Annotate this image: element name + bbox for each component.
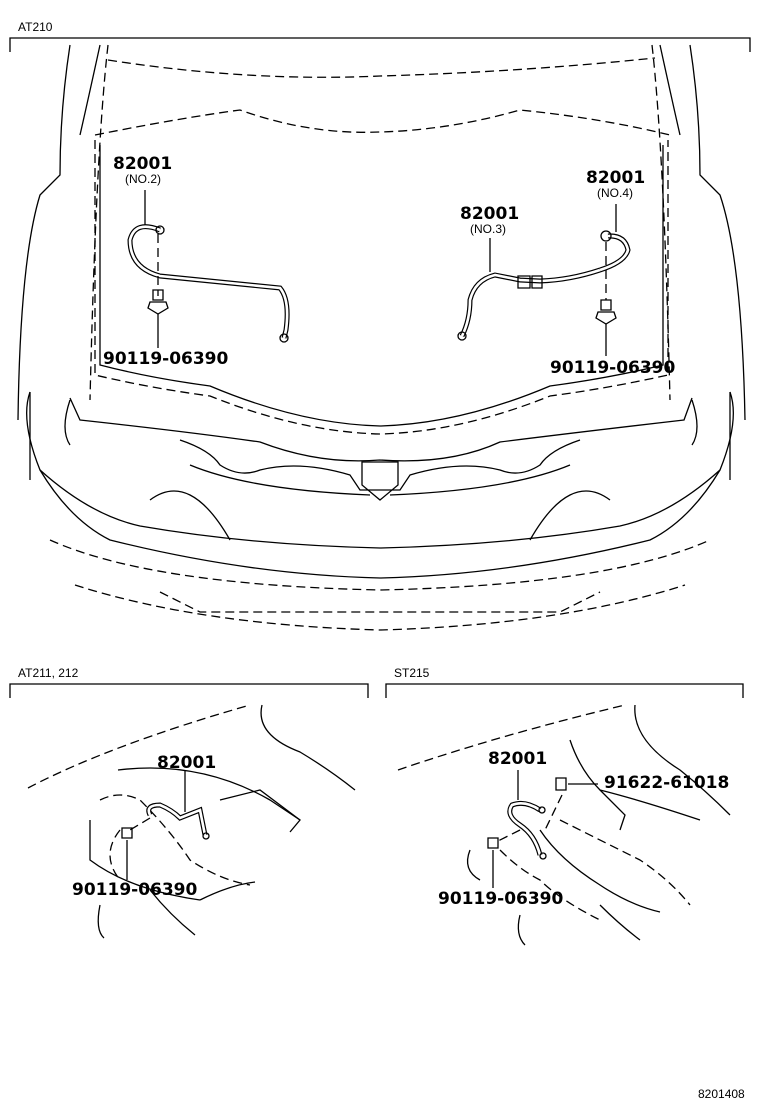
wire-82001-no3 xyxy=(457,267,601,341)
engine-outline-left xyxy=(27,704,356,939)
leader-dash-lower-left xyxy=(129,817,151,831)
leader-dash-lower-right-b xyxy=(495,829,521,843)
bolt-icon-lower-left xyxy=(121,827,133,880)
vehicle-front-outline xyxy=(17,44,746,631)
section-bracket-main xyxy=(9,37,751,52)
section-label-st215: ST215 xyxy=(394,666,430,680)
label-wire-right-note: (NO.4) xyxy=(597,186,633,200)
label-bolt-right: 90119-06390 xyxy=(550,358,676,378)
label-wire-right: 82001 xyxy=(586,168,645,188)
section-bracket-lower-right xyxy=(385,683,744,698)
label-bolt-lower-right-a: 91622-61018 xyxy=(604,773,729,793)
label-bolt-lower-left: 90119-06390 xyxy=(72,880,198,900)
label-bolt-left: 90119-06390 xyxy=(103,349,229,369)
wire-82001-no4 xyxy=(599,230,631,273)
label-wire-lower-left: 82001 xyxy=(157,753,216,773)
bolt-icon-right xyxy=(595,299,617,356)
figure-id: 8201408 xyxy=(698,1087,745,1101)
section-bracket-lower-left xyxy=(9,683,369,698)
label-wire-left-note: (NO.2) xyxy=(125,172,161,186)
label-wire-lower-right: 82001 xyxy=(488,749,547,769)
label-wire-mid-note: (NO.3) xyxy=(470,222,506,236)
engine-outline-right xyxy=(397,704,731,946)
section-label-at211-212: AT211, 212 xyxy=(18,666,79,680)
wire-82001-no2 xyxy=(127,224,290,343)
section-label-at210: AT210 xyxy=(18,20,53,34)
leader-dash-lower-right xyxy=(544,794,563,831)
label-bolt-lower-right-b: 90119-06390 xyxy=(438,889,564,909)
bolt-icon-lower-right-b xyxy=(487,837,499,888)
label-wire-mid: 82001 xyxy=(460,204,519,224)
bolt-icon-lower-right-a xyxy=(555,777,598,791)
label-wire-left: 82001 xyxy=(113,154,172,174)
wire-82001-lower-right xyxy=(507,800,547,860)
bolt-icon-left xyxy=(147,289,169,348)
wire-82001-lower-left xyxy=(146,802,210,840)
